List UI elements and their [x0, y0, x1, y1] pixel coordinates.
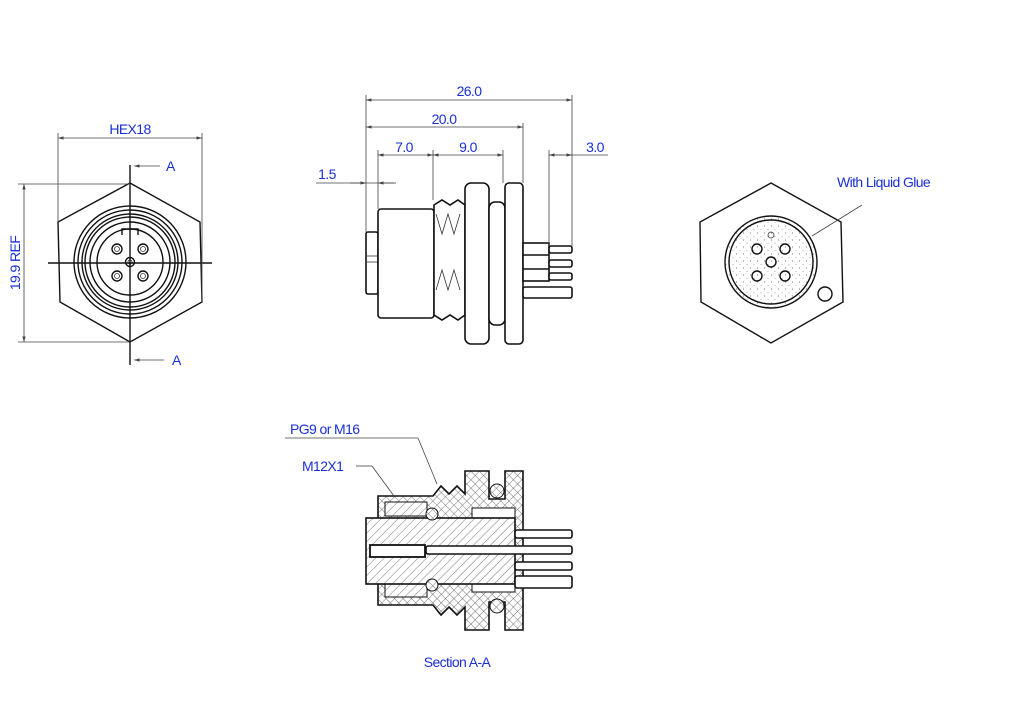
section-pins [425, 529, 573, 589]
section-mark-top: A [166, 158, 176, 174]
rear-hex-outline [699, 182, 844, 344]
body-length-label: 20.0 [432, 111, 458, 127]
front-length-label: 7.0 [395, 139, 413, 155]
rear-pins [522, 245, 573, 299]
section-mark-bottom: A [172, 352, 182, 368]
section-view: PG9 or M16 M12X1 Section A-A [285, 421, 573, 670]
rear-view: With Liquid Glue [699, 174, 932, 344]
front-view: HEX18 19.9 REF A A [7, 121, 212, 368]
pin-length-label: 3.0 [586, 139, 604, 155]
hex-dimension-label: HEX18 [109, 121, 151, 137]
height-dimension-label: 19.9 REF [7, 236, 23, 290]
glue-fill [724, 215, 818, 309]
outer-thread-label: PG9 or M16 [290, 421, 360, 437]
section-title: Section A-A [424, 654, 492, 670]
step-length-label: 1.5 [318, 166, 336, 182]
inner-thread-label: M12X1 [302, 458, 344, 474]
vent-hole [817, 286, 833, 302]
overall-length-label: 26.0 [457, 83, 483, 99]
side-view: 26.0 20.0 7.0 9.0 3.0 1.5 [316, 83, 608, 345]
glue-label: With Liquid Glue [837, 174, 931, 190]
thread-length-label: 9.0 [459, 139, 477, 155]
contact-pins [111, 243, 149, 282]
